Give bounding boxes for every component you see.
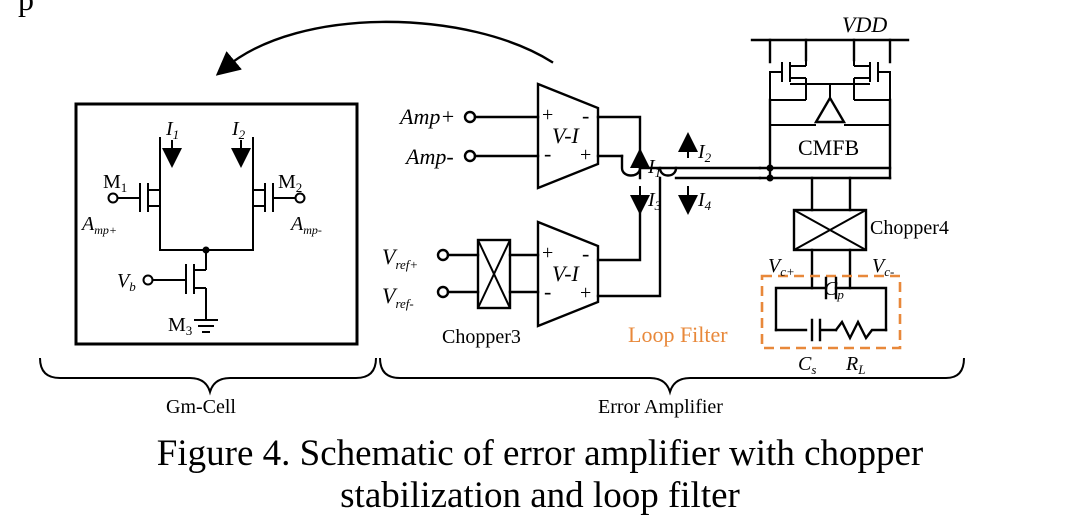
vi-bot-out-minus: - bbox=[582, 241, 589, 266]
vc-plus-label: Vc+ bbox=[768, 255, 795, 279]
gm-vb-label: Vb bbox=[117, 270, 136, 294]
amp-plus-label: Amp+ bbox=[398, 104, 455, 129]
vi-amp-top-shape bbox=[536, 82, 600, 190]
chopper4-symbol bbox=[792, 208, 868, 252]
gm-i2-label: I2 bbox=[231, 118, 246, 142]
gm-cell-brace-label: Gm-Cell bbox=[166, 396, 236, 418]
ea-i3-label: I3 bbox=[647, 189, 662, 213]
ea-i2-label: I2 bbox=[697, 141, 712, 165]
vi-top-in-plus: + bbox=[542, 104, 553, 126]
gm-m3-label: M3 bbox=[168, 314, 192, 338]
loop-filter-box bbox=[760, 274, 902, 350]
rl-label: RL bbox=[845, 353, 865, 377]
top-partial-text: p bbox=[18, 0, 34, 17]
error-amplifier-block: V-I + - - + V-I + - - + Amp+ Amp- Vref+ … bbox=[382, 12, 949, 377]
error-amplifier-brace bbox=[379, 357, 965, 396]
cmfb-amp-symbol bbox=[813, 95, 847, 124]
loop-filter-label: Loop Filter bbox=[628, 322, 728, 347]
feedback-arrow bbox=[215, 20, 554, 76]
vi-bot-out-plus: + bbox=[580, 282, 591, 304]
vref-plus-label: Vref+ bbox=[382, 244, 418, 272]
chopper3-symbol bbox=[476, 238, 512, 310]
ea-i4-label: I4 bbox=[697, 189, 712, 213]
caption-line-1: Figure 4. Schematic of error amplifier w… bbox=[156, 433, 924, 474]
error-amplifier-brace-label: Error Amplifier bbox=[598, 396, 723, 418]
cmfb-label: CMFB bbox=[798, 135, 859, 160]
caption-line-2: stabilization and loop filter bbox=[340, 475, 740, 516]
cp-label: Cp bbox=[824, 278, 844, 302]
cs-label: Cs bbox=[798, 353, 816, 377]
gm-cell-block: I1 I2 M1 M2 M3 Amp+ Amp- Vb bbox=[74, 102, 359, 346]
gm-m2-label: M2 bbox=[278, 171, 302, 195]
chopper3-label: Chopper3 bbox=[442, 326, 521, 348]
amp-minus-label: Amp- bbox=[404, 144, 454, 169]
gm-amp-minus-label: Amp- bbox=[289, 213, 322, 237]
vi-bot-in-plus: + bbox=[542, 242, 553, 264]
gm-amp-plus-label: Amp+ bbox=[80, 213, 117, 237]
vi-amp-top-label: V-I bbox=[552, 123, 581, 148]
gm-i1-label: I1 bbox=[165, 118, 179, 142]
vi-bot-in-minus: - bbox=[544, 279, 551, 304]
vi-top-out-plus: + bbox=[580, 144, 591, 166]
gm-m1-label: M1 bbox=[103, 171, 127, 195]
vi-amp-bottom-label: V-I bbox=[552, 261, 581, 286]
ea-i1-label: I1 bbox=[647, 156, 661, 180]
gm-cell-box bbox=[74, 102, 359, 346]
vi-top-in-minus: - bbox=[544, 141, 551, 166]
chopper4-label: Chopper4 bbox=[870, 217, 949, 239]
vi-top-out-minus: - bbox=[582, 103, 589, 128]
gm-cell-brace bbox=[39, 357, 377, 396]
vref-minus-label: Vref- bbox=[382, 283, 414, 311]
vc-minus-label: Vc- bbox=[872, 255, 894, 279]
vdd-label: VDD bbox=[842, 12, 887, 37]
